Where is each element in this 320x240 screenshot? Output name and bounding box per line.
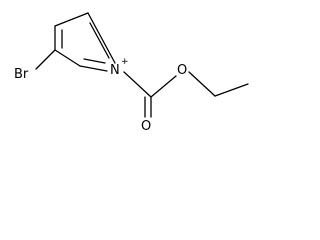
nitrogen-label: N [110,63,120,78]
bond-c3-br [35,49,56,70]
bond-c6-n-inner [89,22,110,59]
bond-c4-c3 [54,49,81,67]
bond-c6-n [87,12,116,64]
structure-canvas: Br N + O O [0,0,260,134]
bromine-label: Br [14,67,29,82]
ester-oxygen-label: O [177,63,187,78]
molecule-structure: Br N + O O [14,12,249,134]
bond-c3-c2-inner [83,58,106,64]
carbonyl-oxygen-label: O [141,119,151,132]
nitrogen-charge-label: + [121,57,129,67]
pyridinium-ring [35,12,116,72]
ester-chain [123,71,249,118]
bond-c6-c5 [54,12,89,27]
bond-c3-c2 [79,65,108,72]
bond-oxygen-ch2 [188,71,216,97]
bond-carbonyl-oxygen [150,75,177,98]
bond-ch2-ch3 [214,83,249,97]
bond-n-carbonyl [123,71,152,98]
